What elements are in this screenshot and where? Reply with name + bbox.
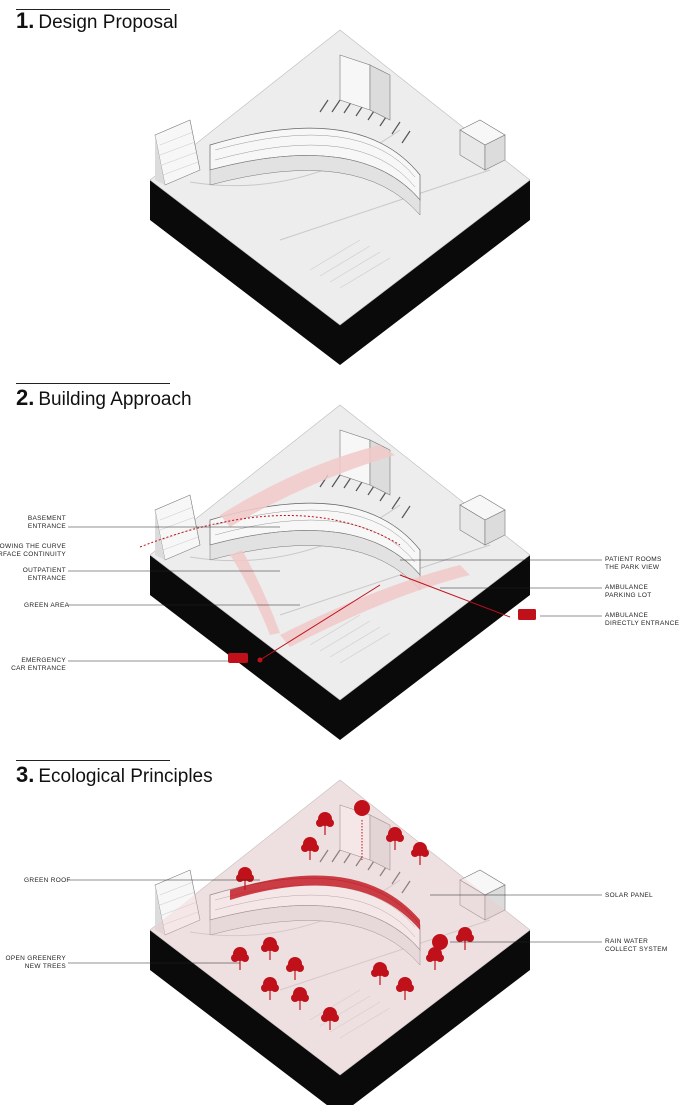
section-number-3: 3. xyxy=(16,762,35,787)
label-open-greenery: OPEN GREENERY NEW TREES xyxy=(5,955,66,970)
label-outpatient-entrance: OUTPATIENT ENTRANCE xyxy=(22,567,66,582)
section-title-text-3: Ecological Principles xyxy=(38,766,213,787)
section-number-2: 2. xyxy=(16,385,35,410)
diagram-building-approach xyxy=(68,404,602,741)
diagram-ecological-principles xyxy=(68,779,602,1105)
label-solar-panel: SOLAR PANEL xyxy=(605,892,653,899)
label-basement-entrance: BASEMENT ENTRANCE xyxy=(27,515,66,530)
label-patient-rooms: PATIENT ROOMS THE PARK VIEW xyxy=(605,556,662,571)
section-title-text-2: Building Approach xyxy=(38,389,192,410)
label-following-curve: FOLLOWING THE CURVE SURFACE CONTINUITY xyxy=(0,543,66,558)
title-rule-3 xyxy=(16,760,170,761)
title-rule-1 xyxy=(16,9,170,10)
section-title-text-1: Design Proposal xyxy=(38,12,178,33)
label-green-area: GREEN AREA xyxy=(24,602,70,609)
section-title-1: 1.Design Proposal xyxy=(16,8,178,34)
section-title-2: 2.Building Approach xyxy=(16,385,192,411)
section-title-3: 3.Ecological Principles xyxy=(16,762,213,788)
label-rain-water: RAIN WATER COLLECT SYSTEM xyxy=(605,938,668,953)
label-ambulance-parking: AMBULANCE PARKING LOT xyxy=(605,584,652,599)
label-emergency-entrance: EMERGENCY CAR ENTRANCE xyxy=(11,657,66,672)
section-number-1: 1. xyxy=(16,8,35,33)
title-rule-2 xyxy=(16,383,170,384)
label-green-roof: GREEN ROOF xyxy=(24,877,71,884)
diagram-design-proposal xyxy=(149,29,531,366)
label-ambulance-entrance: AMBULANCE DIRECTLY ENTRANCE xyxy=(605,612,680,627)
